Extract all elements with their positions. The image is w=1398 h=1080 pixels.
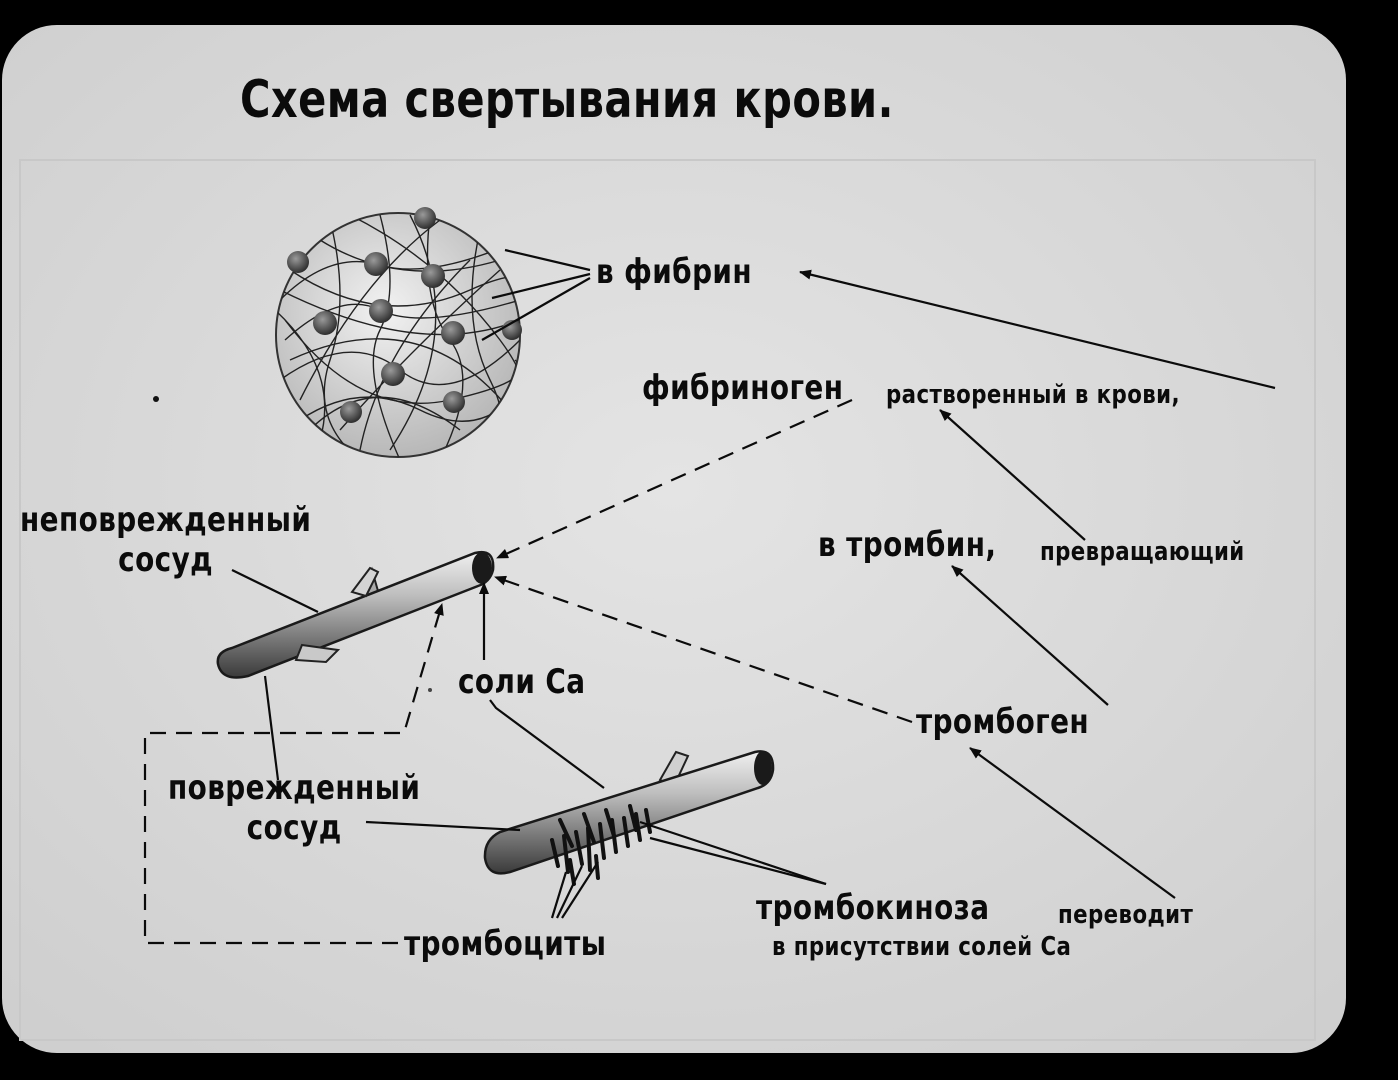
fibrin-cell bbox=[287, 251, 309, 273]
label-damaged-vessel-line1: поврежденный bbox=[168, 768, 421, 808]
pointer-fibrin-3 bbox=[481, 277, 591, 341]
label-undamaged-vessel: неповрежденный сосуд bbox=[20, 500, 311, 580]
fibrin-cell bbox=[313, 311, 337, 335]
damaged-vessel-illustration bbox=[483, 750, 775, 886]
arrow-thrombokinase-to-thrombogen bbox=[969, 747, 1176, 899]
label-damaged-vessel: поврежденный сосуд bbox=[168, 768, 420, 848]
label-thrombogen: тромбоген bbox=[916, 702, 1090, 742]
pointer-undamaged-vessel bbox=[231, 569, 319, 613]
speckle bbox=[153, 396, 159, 402]
pointer-fibrin-2 bbox=[491, 272, 591, 300]
connectors bbox=[143, 248, 1276, 945]
fibrin-cell bbox=[441, 321, 465, 345]
arrow-thrombogen-to-thrombin bbox=[951, 565, 1109, 706]
pointer-thrombokinase-1 bbox=[639, 820, 827, 886]
fibrin-cell bbox=[421, 264, 445, 288]
label-thrombokinase-note2: в присутствии солей Ca bbox=[772, 932, 1072, 962]
label-fibrin: в фибрин bbox=[596, 252, 753, 292]
arrow-thrombin-to-fibrinogen bbox=[939, 409, 1086, 541]
label-thrombokinase-note1: переводит bbox=[1058, 900, 1194, 930]
diagram-title: Схема свертывания крови. bbox=[240, 70, 894, 130]
pointer-vessel-down bbox=[263, 675, 280, 781]
fibrin-cell bbox=[340, 401, 362, 423]
speckle bbox=[428, 688, 432, 692]
label-undamaged-vessel-line1: неповрежденный bbox=[20, 500, 312, 540]
label-undamaged-vessel-line2: сосуд bbox=[118, 540, 214, 580]
fibrin-cell bbox=[381, 362, 405, 386]
dashed-fibrinogen-to-vessel bbox=[496, 398, 853, 560]
thrombocyte-cluster bbox=[550, 804, 652, 886]
fibrin-cell bbox=[443, 391, 465, 413]
fibrin-cell bbox=[369, 299, 393, 323]
pointer-thrombocytes-3 bbox=[561, 861, 599, 919]
pointer-damaged-vessel bbox=[365, 820, 521, 832]
dashed-thrombocytes-loop bbox=[143, 603, 444, 945]
pointer-fibrin-1 bbox=[504, 248, 591, 272]
fibrin-cell bbox=[414, 207, 436, 229]
pointer-thrombocytes-2 bbox=[556, 865, 583, 919]
label-thrombocytes: тромбоциты bbox=[404, 924, 607, 964]
label-thrombokinase: тромбокиноза bbox=[756, 888, 990, 928]
label-fibrinogen: фибриноген bbox=[642, 368, 844, 408]
label-thrombin: в тромбин, bbox=[818, 525, 997, 565]
arrow-fibrinogen-to-fibrin bbox=[799, 269, 1276, 390]
label-thrombin-note: превращающий bbox=[1040, 537, 1245, 567]
label-fibrinogen-note: растворенный в крови, bbox=[886, 380, 1181, 410]
fibrin-network-illustration bbox=[275, 207, 522, 458]
fibrin-cell bbox=[364, 252, 388, 276]
pointer-ca-to-damaged bbox=[489, 699, 605, 789]
pointer-thrombokinase-2 bbox=[649, 836, 827, 886]
dashed-thrombogen-to-vessel bbox=[494, 575, 913, 724]
pointer-thrombocytes-1 bbox=[550, 871, 568, 919]
inner-frame bbox=[19, 159, 1316, 1041]
label-damaged-vessel-line2: сосуд bbox=[246, 808, 342, 848]
label-ca-salts: соли Ca bbox=[458, 662, 586, 702]
undamaged-vessel-illustration bbox=[216, 550, 495, 679]
